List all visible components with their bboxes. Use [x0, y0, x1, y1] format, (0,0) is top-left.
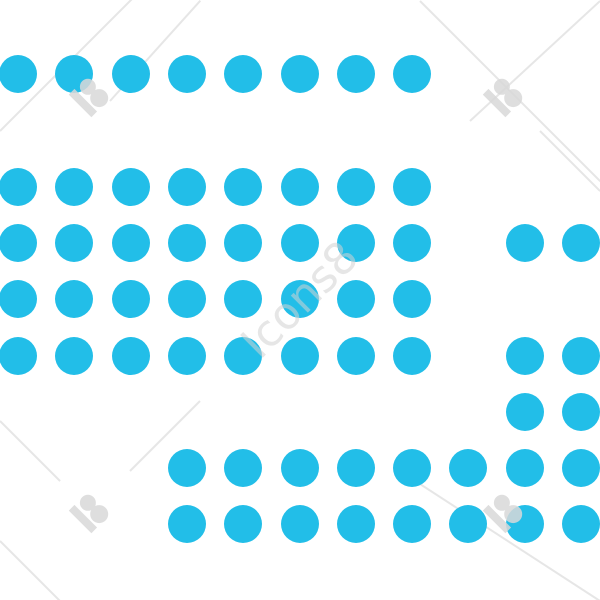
dot [111, 223, 150, 262]
dot [393, 336, 432, 375]
dot [167, 55, 206, 93]
dot [167, 280, 206, 319]
dot [0, 280, 37, 319]
dot [562, 392, 600, 431]
dot [393, 223, 432, 262]
dot [111, 55, 150, 93]
dot [224, 55, 263, 93]
dot [393, 167, 432, 206]
dot [0, 55, 37, 93]
dot [505, 336, 544, 375]
dot [280, 280, 319, 319]
dot [111, 280, 150, 319]
watermark-line [539, 130, 600, 192]
dot [167, 505, 206, 544]
dot [55, 167, 94, 206]
dot [167, 336, 206, 375]
dot [167, 449, 206, 488]
dot [336, 336, 375, 375]
dot [449, 505, 488, 544]
dot [224, 449, 263, 488]
dot [562, 336, 600, 375]
dot [111, 336, 150, 375]
dot [336, 505, 375, 544]
dot [280, 167, 319, 206]
dot [280, 505, 319, 544]
watermark-line [0, 540, 61, 600]
dot [336, 167, 375, 206]
dot [111, 167, 150, 206]
dot [224, 336, 263, 375]
dot [505, 449, 544, 488]
dot [393, 55, 432, 93]
dot [562, 223, 600, 262]
dot [393, 505, 432, 544]
dot [393, 449, 432, 488]
dot [505, 223, 544, 262]
dot [55, 223, 94, 262]
dot [224, 223, 263, 262]
dot [55, 280, 94, 319]
dot [336, 449, 375, 488]
dot [167, 167, 206, 206]
dot [224, 505, 263, 544]
dot [167, 223, 206, 262]
dot [562, 505, 600, 544]
icons8-logo-icon [68, 78, 109, 118]
dot [280, 449, 319, 488]
dot [393, 280, 432, 319]
dot [224, 167, 263, 206]
dot [449, 449, 488, 488]
dot [562, 449, 600, 488]
icons8-logo-icon [68, 494, 109, 534]
dot [505, 392, 544, 431]
dot [55, 336, 94, 375]
icons8-logo-icon [482, 78, 523, 118]
dot [280, 223, 319, 262]
dot [336, 55, 375, 93]
dot [336, 223, 375, 262]
dot [280, 336, 319, 375]
dot [0, 223, 37, 262]
icons8-logo-icon [482, 494, 523, 534]
watermark-line [0, 420, 61, 482]
dot [280, 55, 319, 93]
dot [0, 336, 37, 375]
dot [0, 167, 37, 206]
dot [224, 280, 263, 319]
dot [336, 280, 375, 319]
